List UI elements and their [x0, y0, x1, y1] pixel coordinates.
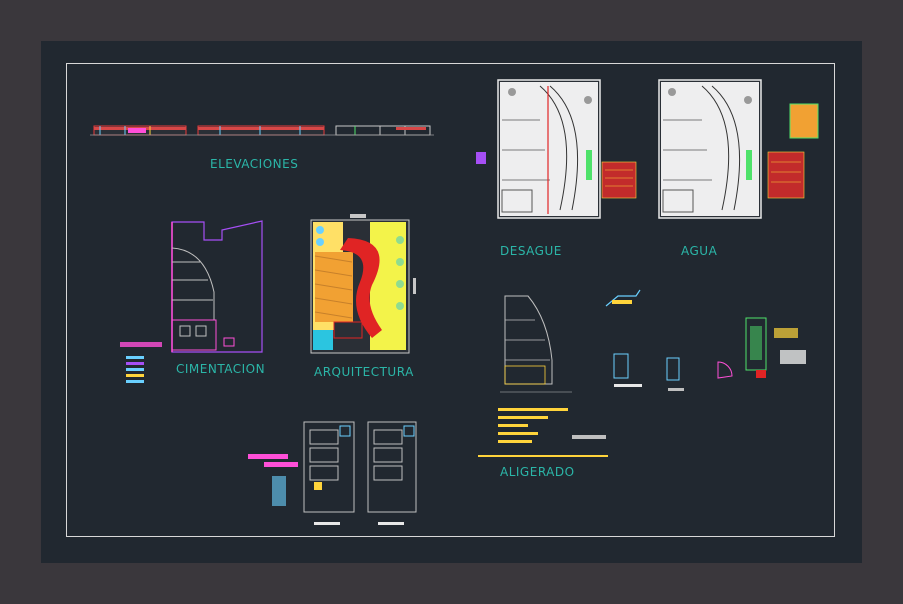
water-plan	[658, 79, 819, 219]
label-elevaciones: ELEVACIONES	[210, 157, 299, 171]
label-aligerado: ALIGERADO	[500, 465, 575, 479]
label-desague: DESAGUE	[500, 244, 562, 258]
label-cimentacion: CIMENTACION	[176, 362, 266, 376]
elevation-drawings	[90, 125, 434, 136]
label-arquitectura: ARQUITECTURA	[314, 365, 414, 379]
sheet-border	[66, 63, 835, 537]
drainage-plan	[476, 79, 637, 219]
architecture-plan	[310, 214, 416, 354]
slab-plan	[478, 289, 806, 457]
label-agua: AGUA	[681, 244, 718, 258]
structural-plans	[248, 421, 417, 525]
foundation-plan	[120, 220, 263, 383]
